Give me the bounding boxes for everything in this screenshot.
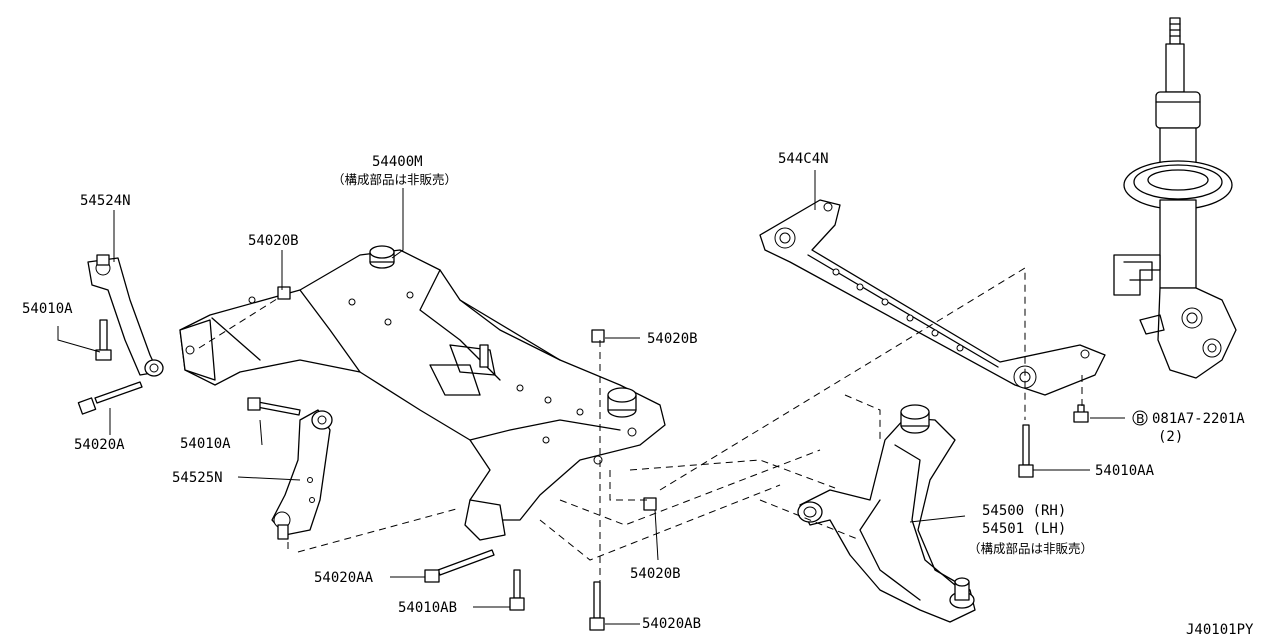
fasteners [77, 286, 1089, 631]
label-54020a[interactable]: 54020A [74, 437, 125, 453]
label-54500-note: （構成部品は非販売） [968, 541, 1093, 556]
label-54020b-right[interactable]: 54020B [647, 331, 698, 347]
diagram-code: J40101PY [1186, 622, 1254, 638]
bracket-54525n [271, 409, 333, 540]
assembly-lines [198, 267, 1083, 585]
label-54500-rh[interactable]: 54500 (RH) [982, 503, 1066, 519]
label-544c4n[interactable]: 544C4N [778, 151, 829, 167]
label-081a7[interactable]: 081A7-2201A [1152, 411, 1245, 427]
label-54010aa[interactable]: 54010AA [1095, 463, 1155, 479]
label-54020aa[interactable]: 54020AA [314, 570, 374, 586]
bolt-081a7-circle [1132, 410, 1148, 426]
label-54010a-left[interactable]: 54010A [22, 301, 73, 317]
label-54010a-mid[interactable]: 54010A [180, 436, 231, 452]
label-54020b-lower[interactable]: 54020B [630, 566, 681, 582]
label-54525n[interactable]: 54525N [172, 470, 223, 486]
part-labels: 54400M （構成部品は非販売） 544C4N 54524N 54010A 5… [22, 151, 1254, 638]
label-54501-lh[interactable]: 54501 (LH) [982, 521, 1066, 537]
leader-lines [57, 170, 1125, 625]
label-54400m[interactable]: 54400M [372, 154, 423, 170]
lower-control-arm [797, 404, 976, 623]
label-081a7-circle: B [1136, 411, 1145, 426]
strut-assembly [1113, 17, 1237, 379]
label-081a7-qty: (2) [1158, 429, 1183, 445]
label-54020ab[interactable]: 54020AB [642, 616, 701, 632]
label-54010ab[interactable]: 54010AB [398, 600, 457, 616]
brace-544c4n [759, 199, 1106, 396]
bracket-54524n [87, 254, 164, 377]
label-54400m-note: （構成部品は非販売） [332, 172, 457, 187]
label-54020b-top[interactable]: 54020B [248, 233, 299, 249]
crossmember-54400m [179, 245, 666, 541]
label-54524n[interactable]: 54524N [80, 193, 131, 209]
